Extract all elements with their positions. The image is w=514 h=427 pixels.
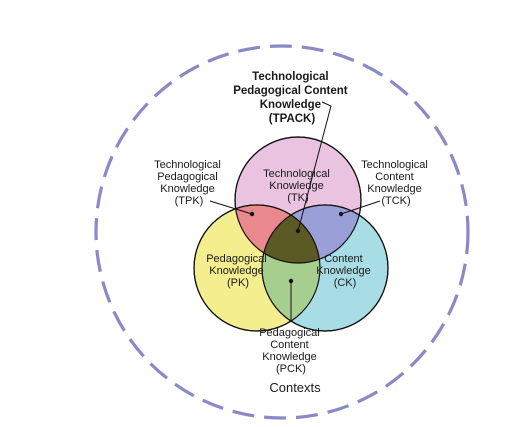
contexts-label: Contexts xyxy=(269,380,321,395)
tpack-leader-dot xyxy=(295,228,301,234)
tpack-callout-label: Technological Pedagogical Content Knowle… xyxy=(233,71,351,125)
tpk-leader-line xyxy=(209,200,253,215)
pck-callout-label: Pedagogical Content Knowledge (PCK) xyxy=(259,327,323,375)
pck-leader-dot xyxy=(288,278,294,284)
tpk-callout-label: Technological Pedagogical Knowledge (TPK… xyxy=(154,159,224,207)
tk-label: Technological Knowledge (TK) xyxy=(263,168,333,204)
contexts-ring xyxy=(94,44,470,420)
tck-leader-line xyxy=(340,200,381,215)
tck-callout-label: Technological Content Knowledge (TCK) xyxy=(361,159,431,207)
tpk-leader-dot xyxy=(249,211,255,217)
tck-leader-dot xyxy=(338,211,344,217)
tpack-leader-line xyxy=(297,101,332,232)
tpack-region xyxy=(262,205,320,263)
pk-label: Pedagogical Knowledge (PK) xyxy=(206,253,270,289)
ck-label: Content Knowledge (CK) xyxy=(316,253,374,289)
